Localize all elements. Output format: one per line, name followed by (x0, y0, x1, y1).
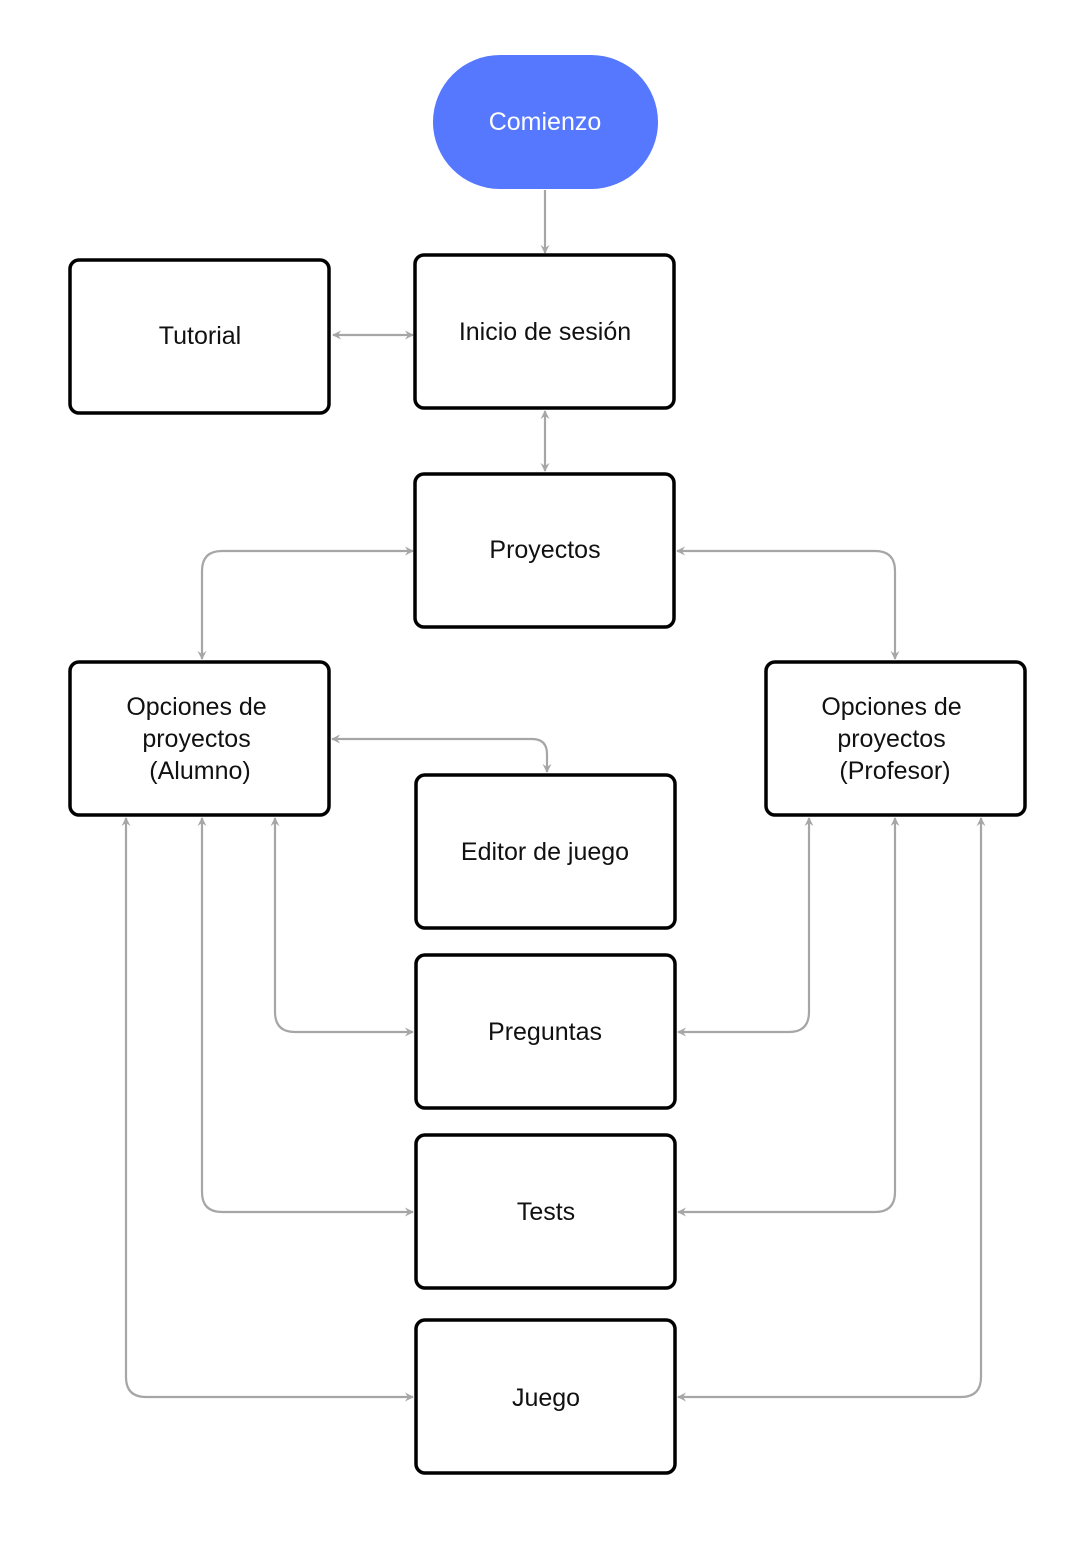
process-box (764, 660, 1027, 817)
node-label-line: proyectos (837, 725, 945, 753)
edge-proyectos-opciones-alumno (197, 546, 414, 660)
node-proyectos: Proyectos (413, 472, 676, 629)
edge-opciones-alumno-tests (197, 817, 414, 1217)
edge-opciones-profesor-juego (677, 817, 986, 1402)
node-preguntas: Preguntas (414, 953, 677, 1110)
node-label-line: proyectos (142, 725, 250, 753)
node-tutorial: Tutorial (68, 258, 331, 415)
node-label-line: Opciones de (126, 693, 266, 721)
node-editor-juego: Editor de juego (414, 773, 677, 930)
edges (121, 190, 986, 1402)
node-label-comienzo: Comienzo (489, 108, 602, 136)
node-label-line: Opciones de (821, 693, 961, 721)
process-box (414, 773, 677, 930)
process-box (68, 258, 331, 415)
node-juego: Juego (414, 1318, 677, 1475)
node-opciones-alumno: Opciones de proyectos (Alumno) (68, 660, 331, 817)
node-label-line: (Alumno) (149, 757, 250, 785)
node-comienzo: Comienzo (433, 55, 658, 189)
node-tests: Tests (414, 1133, 677, 1290)
edge-opciones-alumno-preguntas (270, 817, 414, 1037)
process-box (414, 1318, 677, 1475)
node-label-proyectos: Proyectos (489, 536, 600, 564)
process-box (68, 660, 331, 817)
node-label-preguntas: Preguntas (488, 1018, 602, 1046)
process-box (413, 253, 676, 410)
process-box (413, 472, 676, 629)
node-label-opciones-profesor: Opciones de proyectos (Profesor) (821, 693, 968, 785)
node-label-juego: Juego (512, 1384, 580, 1412)
process-box (414, 1133, 677, 1290)
node-label-tutorial: Tutorial (159, 322, 241, 350)
edge-proyectos-opciones-profesor (676, 546, 900, 660)
edge-opciones-alumno-juego (121, 817, 414, 1402)
edge-opciones-profesor-tests (677, 817, 900, 1217)
edge-opciones-profesor-preguntas (677, 817, 814, 1037)
node-label-tests: Tests (517, 1198, 575, 1226)
node-inicio-sesion: Inicio de sesión (413, 253, 676, 410)
start-terminal-shape (433, 55, 658, 189)
edge-opciones-alumno-editor-juego (331, 734, 552, 773)
node-label-line: (Profesor) (839, 757, 950, 785)
node-label-inicio-sesion: Inicio de sesión (459, 318, 631, 346)
process-box (414, 953, 677, 1110)
node-opciones-profesor: Opciones de proyectos (Profesor) (764, 660, 1027, 817)
node-label-opciones-alumno: Opciones de proyectos (Alumno) (126, 693, 273, 785)
node-label-editor-juego: Editor de juego (461, 838, 629, 866)
